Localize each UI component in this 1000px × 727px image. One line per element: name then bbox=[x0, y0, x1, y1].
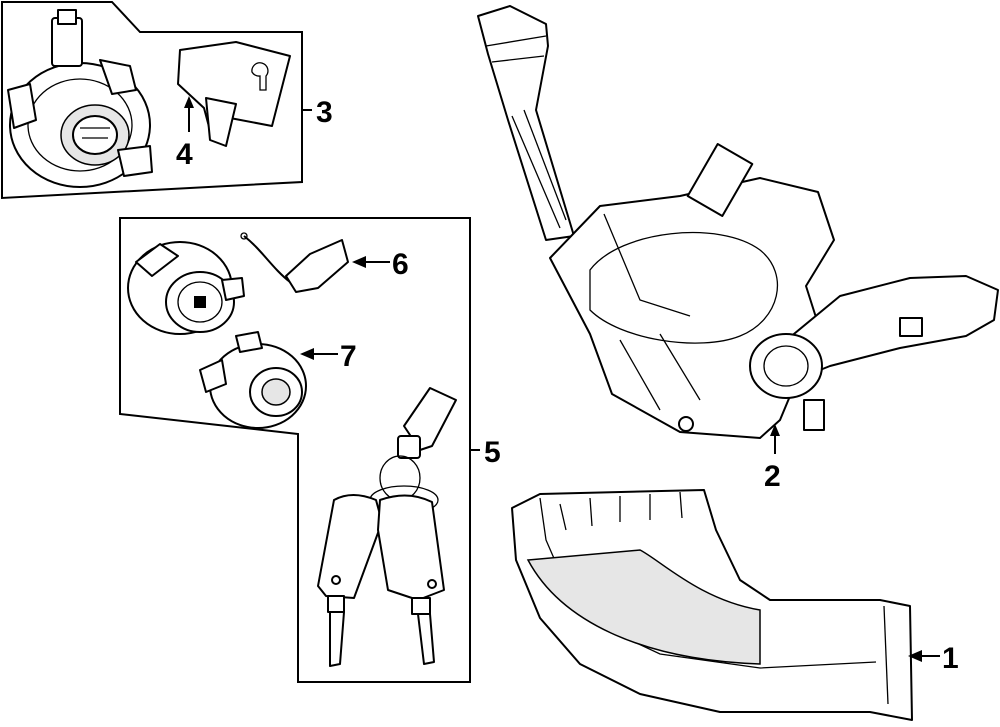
key-set bbox=[317, 387, 457, 667]
leader-6 bbox=[352, 256, 390, 268]
callout-4: 4 bbox=[176, 138, 193, 171]
group-5-frame bbox=[119, 217, 480, 683]
ignition-lock-housing bbox=[7, 9, 153, 188]
ignition-lock-cylinder bbox=[127, 241, 245, 335]
leader-4 bbox=[184, 96, 194, 132]
leader-7 bbox=[300, 348, 338, 360]
group-3-frame bbox=[1, 1, 312, 200]
transponder-ring bbox=[199, 331, 307, 429]
callout-6: 6 bbox=[392, 248, 409, 281]
bracket bbox=[177, 41, 291, 147]
callout-5: 5 bbox=[484, 436, 501, 469]
lock-switch-wire bbox=[240, 232, 349, 293]
callout-7: 7 bbox=[340, 340, 357, 373]
leader-1 bbox=[908, 650, 940, 662]
callout-2: 2 bbox=[764, 460, 781, 493]
combination-switch bbox=[477, 5, 999, 439]
callout-1: 1 bbox=[942, 642, 959, 675]
column-shroud bbox=[511, 489, 913, 721]
callout-3: 3 bbox=[316, 96, 333, 129]
leader-2 bbox=[770, 424, 780, 454]
